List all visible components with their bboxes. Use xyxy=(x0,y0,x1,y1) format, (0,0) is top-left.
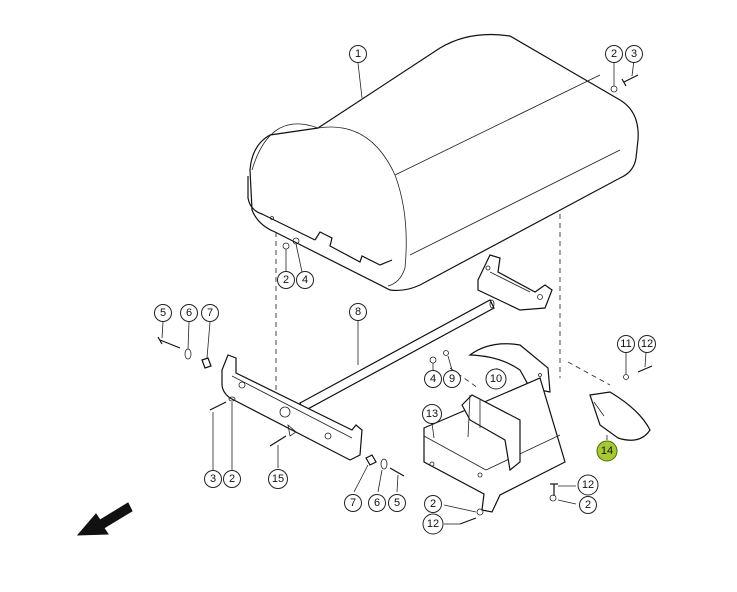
seat-hardware xyxy=(282,237,303,273)
callout-2-top: 2 xyxy=(605,45,623,63)
right-bracket xyxy=(477,254,553,311)
svg-text:5: 5 xyxy=(160,307,166,319)
arrow-icon xyxy=(76,502,133,536)
svg-text:9: 9 xyxy=(449,373,455,385)
svg-text:12: 12 xyxy=(641,338,653,350)
callout-12-lower: 12 xyxy=(422,513,444,535)
svg-text:2: 2 xyxy=(611,48,617,60)
svg-text:15: 15 xyxy=(272,473,284,485)
callout-4-seat: 4 xyxy=(296,271,314,289)
svg-text:1: 1 xyxy=(355,48,361,60)
svg-text:6: 6 xyxy=(374,497,380,509)
svg-text:2: 2 xyxy=(283,274,289,286)
callout-13: 13 xyxy=(422,404,442,439)
callout-12-right: 12 xyxy=(638,335,656,353)
callout-7-left: 7 xyxy=(201,304,219,322)
callout-1: 1 xyxy=(349,45,367,99)
cross-tube xyxy=(299,299,495,412)
svg-text:4: 4 xyxy=(302,274,308,286)
svg-text:14: 14 xyxy=(601,445,613,457)
callout-5-bottom: 5 xyxy=(388,494,406,512)
callout-5-left: 5 xyxy=(154,304,172,322)
callout-9: 9 xyxy=(443,370,461,388)
plate-hardware xyxy=(443,483,577,525)
callout-10: 10 xyxy=(485,368,507,390)
callout-6-bottom: 6 xyxy=(368,494,386,512)
svg-text:2: 2 xyxy=(585,499,591,511)
svg-text:13: 13 xyxy=(426,408,438,420)
svg-text:8: 8 xyxy=(355,306,361,318)
svg-text:12: 12 xyxy=(427,518,439,530)
callout-3-bottom: 3 xyxy=(204,470,222,488)
guide-lines xyxy=(275,205,611,398)
callout-3-top: 3 xyxy=(625,45,643,63)
callout-2-lower: 2 xyxy=(424,495,442,513)
base-plate xyxy=(423,377,566,513)
lower-bar xyxy=(221,354,363,461)
svg-text:7: 7 xyxy=(207,307,213,319)
callout-8: 8 xyxy=(349,303,367,365)
top-bolt-hardware xyxy=(610,59,639,93)
bar-bolt-hardware xyxy=(209,396,236,470)
svg-text:4: 4 xyxy=(430,373,436,385)
svg-text:7: 7 xyxy=(350,497,356,509)
svg-text:3: 3 xyxy=(210,473,216,485)
right-end-hardware xyxy=(353,454,405,493)
callout-7-bottom: 7 xyxy=(344,494,362,512)
curved-bracket-part-14 xyxy=(589,391,651,441)
right-side-hardware xyxy=(623,351,653,380)
mid-hardware xyxy=(429,350,453,371)
pin xyxy=(269,435,287,468)
svg-text:2: 2 xyxy=(229,473,235,485)
svg-text:2: 2 xyxy=(430,498,436,510)
svg-text:6: 6 xyxy=(186,307,192,319)
callout-2-bottom: 2 xyxy=(223,470,241,488)
left-hardware xyxy=(157,321,212,369)
svg-text:10: 10 xyxy=(490,373,502,385)
svg-text:11: 11 xyxy=(620,338,631,350)
callout-2-seat: 2 xyxy=(277,271,295,289)
callout-15: 15 xyxy=(268,469,288,489)
svg-text:12: 12 xyxy=(582,479,594,491)
callout-12-plate: 12 xyxy=(577,474,599,496)
callout-6-left: 6 xyxy=(180,304,198,322)
seat-cushion xyxy=(247,33,639,292)
callout-11: 11 xyxy=(617,335,635,353)
callout-14-highlighted: 14 xyxy=(596,440,618,462)
callout-2-plate: 2 xyxy=(579,496,597,514)
svg-text:3: 3 xyxy=(631,48,637,60)
callout-4-mid: 4 xyxy=(424,370,442,388)
svg-text:5: 5 xyxy=(394,497,400,509)
